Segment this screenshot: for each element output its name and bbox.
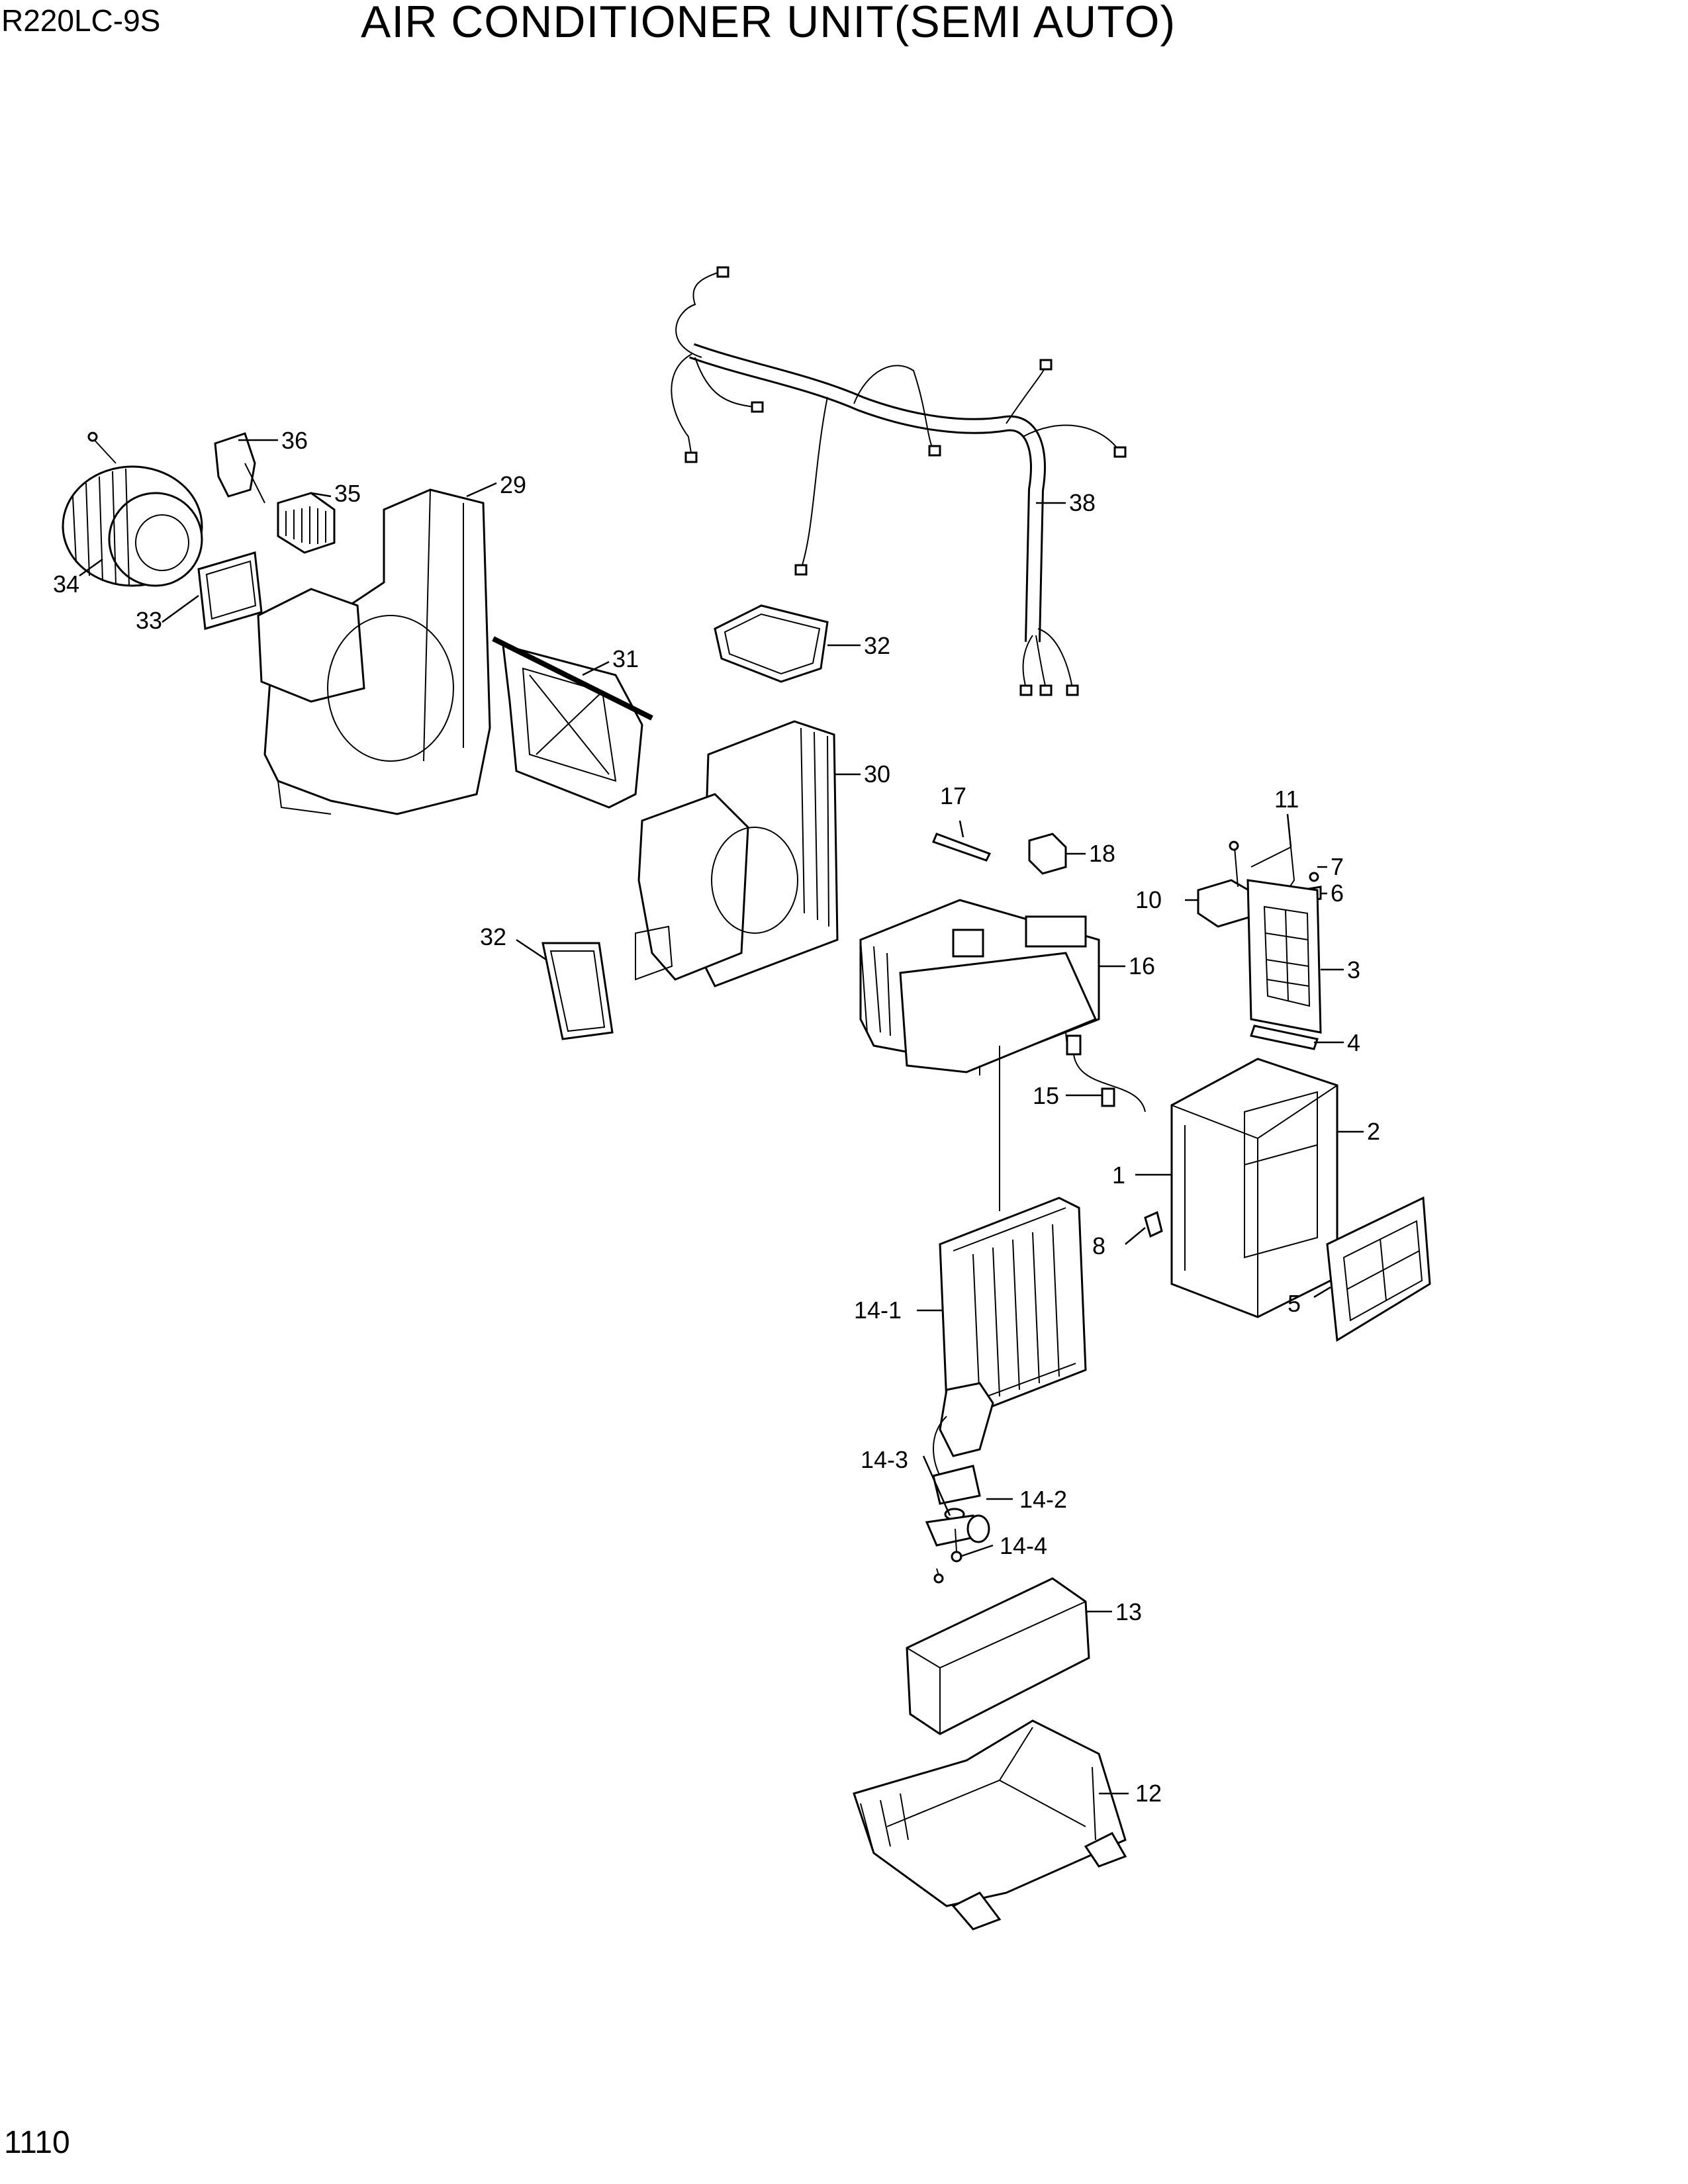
label-1: 1 — [1112, 1161, 1125, 1189]
label-10: 10 — [1135, 886, 1162, 913]
label-12: 12 — [1135, 1780, 1162, 1807]
part-16-evaporator-case[interactable] — [859, 899, 1100, 1075]
label-14-2: 14-2 — [1019, 1486, 1067, 1513]
label-7: 7 — [1331, 853, 1344, 880]
label-29: 29 — [500, 471, 526, 498]
part-36-module[interactable] — [214, 432, 265, 504]
leader-lines — [79, 439, 1364, 1795]
part-29-blower-case[interactable] — [257, 488, 491, 815]
part-2-intake-box[interactable] — [1170, 1058, 1338, 1318]
part-labels: 36 35 29 34 33 31 32 38 30 32 17 18 16 1… — [53, 427, 1380, 1807]
label-13: 13 — [1115, 1598, 1142, 1625]
label-4: 4 — [1347, 1029, 1360, 1056]
label-38: 38 — [1069, 489, 1096, 516]
label-31: 31 — [612, 645, 639, 672]
part-12-lower-case[interactable] — [853, 1719, 1127, 1931]
part-14-2-expansion-valve[interactable] — [925, 1514, 990, 1547]
label-35: 35 — [334, 480, 361, 507]
label-3: 3 — [1347, 956, 1360, 983]
label-5: 5 — [1288, 1290, 1301, 1317]
part-13-drain-tray[interactable] — [906, 1577, 1090, 1735]
part-14-4-bolt[interactable] — [933, 1528, 962, 1584]
part-14-1-evaporator-core[interactable] — [932, 1046, 1087, 1505]
label-14-3: 14-3 — [861, 1446, 908, 1473]
part-15-sensor[interactable] — [1066, 1034, 1146, 1113]
part-17-rod[interactable] — [932, 833, 992, 862]
label-30: 30 — [864, 760, 890, 788]
page-title: AIR CONDITIONER UNIT(SEMI AUTO) — [361, 0, 1176, 47]
label-32-lower: 32 — [480, 923, 506, 950]
part-5-filter-grille[interactable] — [1326, 1196, 1431, 1342]
label-18: 18 — [1089, 840, 1115, 867]
label-36: 36 — [281, 427, 308, 454]
part-32-gasket-lower[interactable] — [541, 942, 614, 1040]
part-35-actuator[interactable] — [277, 492, 336, 554]
part-10-servo[interactable] — [1197, 841, 1256, 928]
label-17: 17 — [940, 782, 966, 809]
part-32-gasket-upper[interactable] — [714, 604, 829, 683]
label-15: 15 — [1033, 1082, 1059, 1109]
part-7-screw[interactable] — [1309, 872, 1319, 882]
part-11-link[interactable] — [1250, 846, 1295, 891]
part-38-wiring-harness[interactable] — [671, 266, 1127, 696]
label-32-upper: 32 — [864, 632, 890, 659]
page-number: 1110 — [4, 2125, 70, 2160]
label-6: 6 — [1331, 880, 1344, 907]
part-34-blower-motor[interactable] — [62, 432, 203, 587]
part-8-clip[interactable] — [1144, 1210, 1163, 1238]
label-11: 11 — [1274, 786, 1299, 813]
part-18-connector[interactable] — [1028, 833, 1067, 875]
part-31-damper[interactable] — [492, 636, 653, 809]
label-16: 16 — [1129, 952, 1155, 979]
part-33-gasket[interactable] — [197, 551, 263, 630]
part-4-seal-strip[interactable] — [1250, 1024, 1319, 1050]
model-number: R220LC-9S — [1, 3, 161, 38]
label-14-4: 14-4 — [1000, 1532, 1047, 1559]
label-33: 33 — [136, 607, 162, 634]
label-34: 34 — [53, 570, 79, 598]
label-2: 2 — [1367, 1118, 1380, 1145]
label-14-1: 14-1 — [854, 1297, 902, 1324]
part-30-intake-case[interactable] — [635, 720, 839, 987]
part-3-filter-frame[interactable] — [1246, 879, 1322, 1034]
label-8: 8 — [1092, 1232, 1105, 1259]
